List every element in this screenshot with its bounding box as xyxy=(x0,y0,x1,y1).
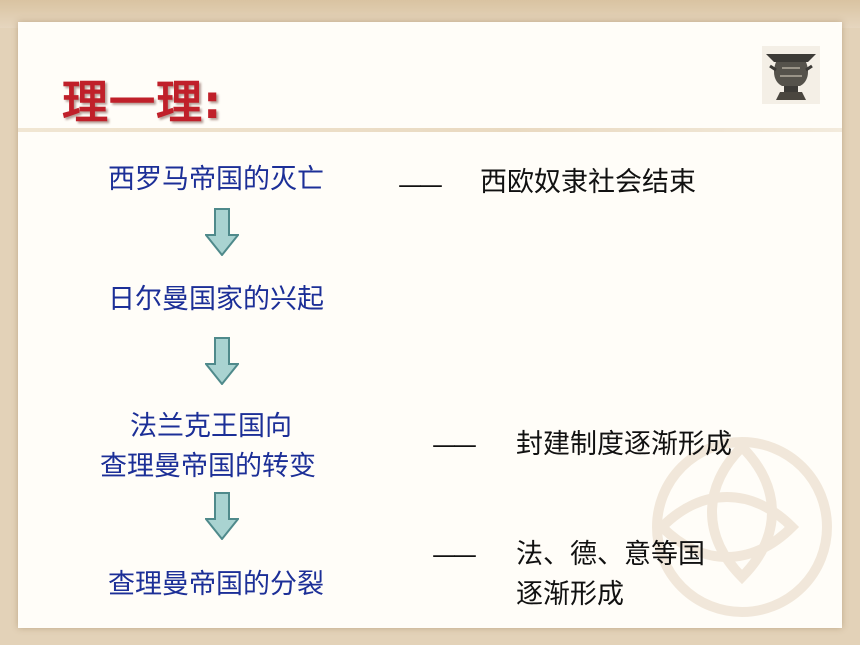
down-arrow-icon xyxy=(205,208,239,256)
flow-node-4: 查理曼帝国的分裂 xyxy=(108,569,324,600)
connector-dash: —— xyxy=(432,541,477,569)
flow-node-3-line2: 查理曼帝国的转变 xyxy=(100,451,316,482)
down-arrow-icon xyxy=(205,337,239,385)
result-1: 西欧奴隶社会结束 xyxy=(480,167,696,198)
slide-card xyxy=(18,22,842,628)
down-arrow-icon xyxy=(205,492,239,540)
decorative-flower-watermark xyxy=(652,437,832,617)
flow-node-2: 日尔曼国家的兴起 xyxy=(108,284,324,315)
title-divider xyxy=(18,128,842,132)
page-title: 理一理: xyxy=(62,75,223,129)
result-3-line1: 法、德、意等国 xyxy=(516,539,705,570)
flow-node-1: 西罗马帝国的灭亡 xyxy=(108,164,324,195)
flow-node-3-line1: 法兰克王国向 xyxy=(130,411,292,442)
result-3-line2: 逐渐形成 xyxy=(516,579,624,610)
bronze-vessel-icon xyxy=(762,46,820,104)
connector-dash: —— xyxy=(432,431,477,459)
connector-dash: —— xyxy=(398,171,443,199)
result-2: 封建制度逐渐形成 xyxy=(516,429,732,460)
